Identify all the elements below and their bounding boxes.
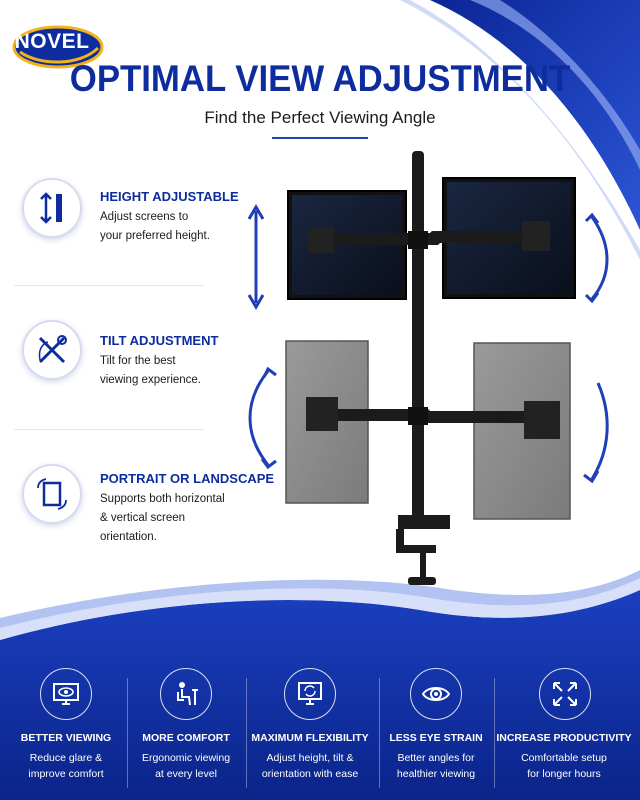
page-title: OPTIMAL VIEW ADJUSTMENT (69, 58, 571, 99)
feature-title: PORTRAIT OR LANDSCAPE (100, 471, 275, 486)
feature-desc-line: Supports both horizontal (100, 493, 225, 505)
benefit-desc-line: for longer hours (527, 768, 601, 780)
benefit-desc-line: healthier viewing (396, 768, 476, 780)
benefit-icon-circle (160, 668, 212, 720)
benefit-title: LESS EYE STRAIN (389, 732, 483, 744)
monitor-rotate-icon (298, 682, 322, 705)
feature-icon-circle (22, 320, 82, 380)
benefit-desc-line: Adjust height, tilt & (266, 752, 354, 764)
benefit-desc: Adjust height, tilt & orientation with e… (246, 750, 374, 782)
height-arrows-icon (40, 192, 62, 224)
page-subtitle: Find the Perfect Viewing Angle (204, 108, 436, 127)
feature-title: HEIGHT ADJUSTABLE (100, 189, 239, 204)
logo-text: NOVEL (14, 30, 90, 53)
subtitle-underline (272, 137, 368, 139)
benefit-desc: Better angles for healthier viewing (372, 750, 500, 782)
feature-desc-line: Adjust screens to (100, 211, 189, 223)
feature-desc-line: Tilt for the best (100, 355, 176, 367)
feature-desc: Supports both horizontal & vertical scre… (100, 490, 240, 547)
benefit-title: BETTER VIEWING (20, 732, 112, 744)
benefit-desc: Comfortable setup for longer hours (494, 750, 634, 782)
benefit-desc-line: orientation with ease (261, 768, 359, 780)
feature-divider (14, 285, 204, 286)
benefit-title: MAXIMUM FLEXIBILITY (251, 732, 369, 744)
brand-logo (12, 25, 104, 69)
feature-icon-circle (22, 464, 82, 524)
benefit-desc: Ergonomic viewing at every level (122, 750, 250, 782)
benefit-icon-circle (410, 668, 462, 720)
benefit-icon-circle (40, 668, 92, 720)
benefit-separator (246, 678, 247, 788)
benefit-separator (494, 678, 495, 788)
feature-desc: Tilt for the best viewing experience. (100, 352, 240, 390)
monitor-mount-illustration (247, 151, 609, 585)
feature-desc-line: orientation. (100, 531, 157, 543)
feature-title: TILT ADJUSTMENT (100, 333, 219, 348)
benefit-desc-line: improve comfort (28, 768, 104, 780)
benefit-desc-line: Reduce glare & (29, 752, 103, 764)
benefit-icon-circle (539, 668, 591, 720)
benefit-title: MORE COMFORT (142, 732, 230, 744)
benefit-desc: Reduce glare & improve comfort (2, 750, 130, 782)
seated-person-icon (177, 682, 198, 706)
feature-desc: Adjust screens to your preferred height. (100, 208, 240, 246)
feature-divider (14, 429, 204, 430)
rotate-screen-icon (37, 478, 67, 510)
feature-desc-line: your preferred height. (100, 230, 210, 242)
benefit-separator (127, 678, 128, 788)
expand-arrows-icon (553, 682, 577, 706)
feature-icon-circle (22, 178, 82, 238)
benefit-title: INCREASE PRODUCTIVITY (496, 732, 632, 744)
monitor-eye-icon (53, 683, 79, 705)
feature-desc-line: & vertical screen (100, 512, 186, 524)
benefit-desc-line: Better angles for (397, 752, 475, 764)
benefit-desc-line: Ergonomic viewing (141, 752, 231, 764)
eye-icon (421, 687, 451, 701)
benefit-icon-circle (284, 668, 336, 720)
feature-desc-line: viewing experience. (100, 374, 202, 386)
benefit-desc-line: at every level (155, 768, 217, 780)
benefit-desc-line: Comfortable setup (521, 752, 607, 764)
benefit-separator (379, 678, 380, 788)
tilt-tools-icon (38, 335, 67, 364)
